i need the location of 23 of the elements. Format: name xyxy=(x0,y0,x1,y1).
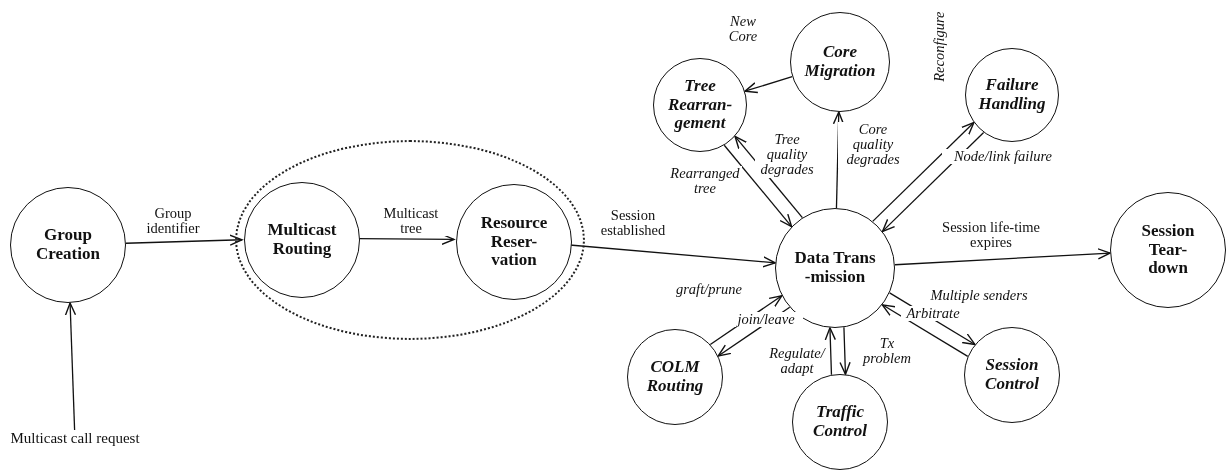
state-label: Session Tear- down xyxy=(1140,221,1196,279)
state-label: Resource Reser- vation xyxy=(479,213,549,271)
group-ellipse xyxy=(235,140,585,340)
arrow xyxy=(723,144,793,228)
edge-label: Regulate/ adapt xyxy=(768,346,826,377)
state-label: Data Trans -mission xyxy=(793,249,877,287)
state-label: Traffic Control xyxy=(812,403,868,441)
state-label: Group Creation xyxy=(35,226,101,264)
input-label: Multicast call request xyxy=(0,430,150,452)
arrow xyxy=(881,304,969,358)
state-label: Failure Handling xyxy=(977,76,1047,114)
arrow xyxy=(839,326,851,375)
state-label: COLM Routing xyxy=(645,358,705,396)
state-label: Tree Rearran- gement xyxy=(666,76,734,134)
state-label: Session Control xyxy=(984,356,1040,394)
state-label: Core Migration xyxy=(803,43,877,81)
state-label: Multicast Routing xyxy=(266,221,338,259)
arrow xyxy=(744,76,793,94)
arrow xyxy=(125,234,243,246)
arrow xyxy=(872,121,975,222)
arrow xyxy=(64,302,77,431)
arrow xyxy=(824,327,836,376)
arrow xyxy=(894,248,1111,266)
